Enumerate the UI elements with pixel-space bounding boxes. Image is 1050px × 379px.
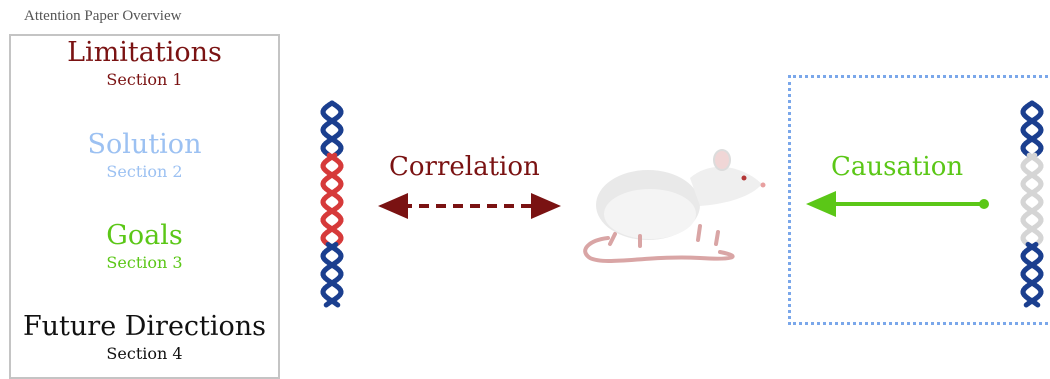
causation-label: Causation xyxy=(831,152,963,182)
right-dna-icon xyxy=(1023,103,1041,305)
rat-icon xyxy=(585,150,765,261)
causation-arrow xyxy=(806,191,989,217)
left-dna-icon xyxy=(323,103,341,305)
correlation-label: Correlation xyxy=(389,152,540,182)
correlation-arrow xyxy=(378,193,561,219)
